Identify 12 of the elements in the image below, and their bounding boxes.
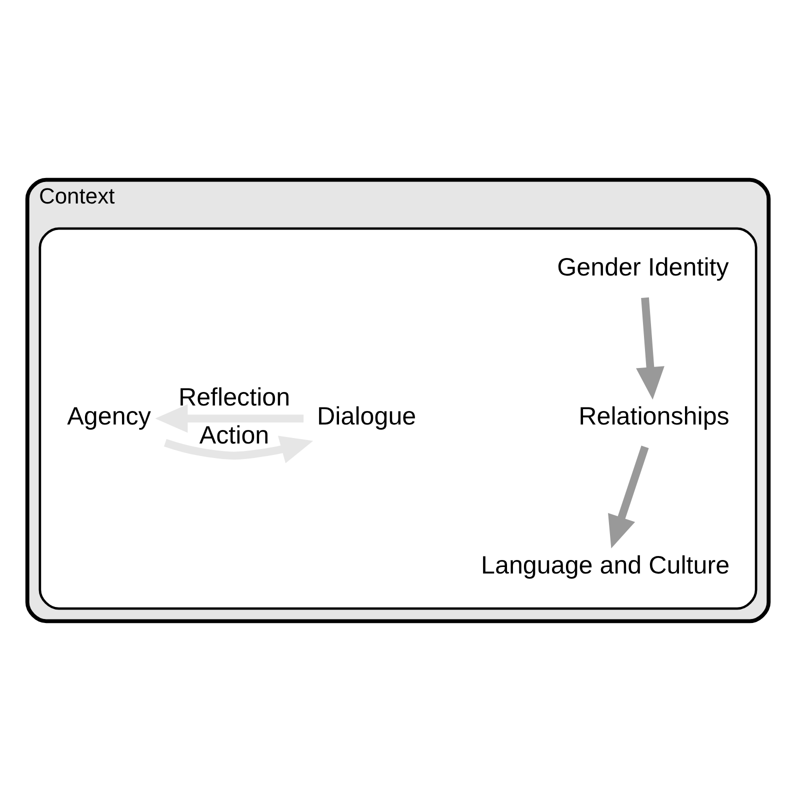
node-text: Gender Identity [557,253,729,282]
node-text: Relationships [578,402,730,431]
arrow [608,446,649,548]
node-text: Agency [67,402,151,431]
node-text: Language and Culture [481,552,730,580]
arrow [164,436,314,464]
node-text: Dialogue [317,402,416,431]
arrow [155,404,304,433]
edge-label: Action [199,421,270,450]
arrow [636,297,664,400]
edge-label: Reflection [178,384,290,412]
cluster [38,227,758,610]
